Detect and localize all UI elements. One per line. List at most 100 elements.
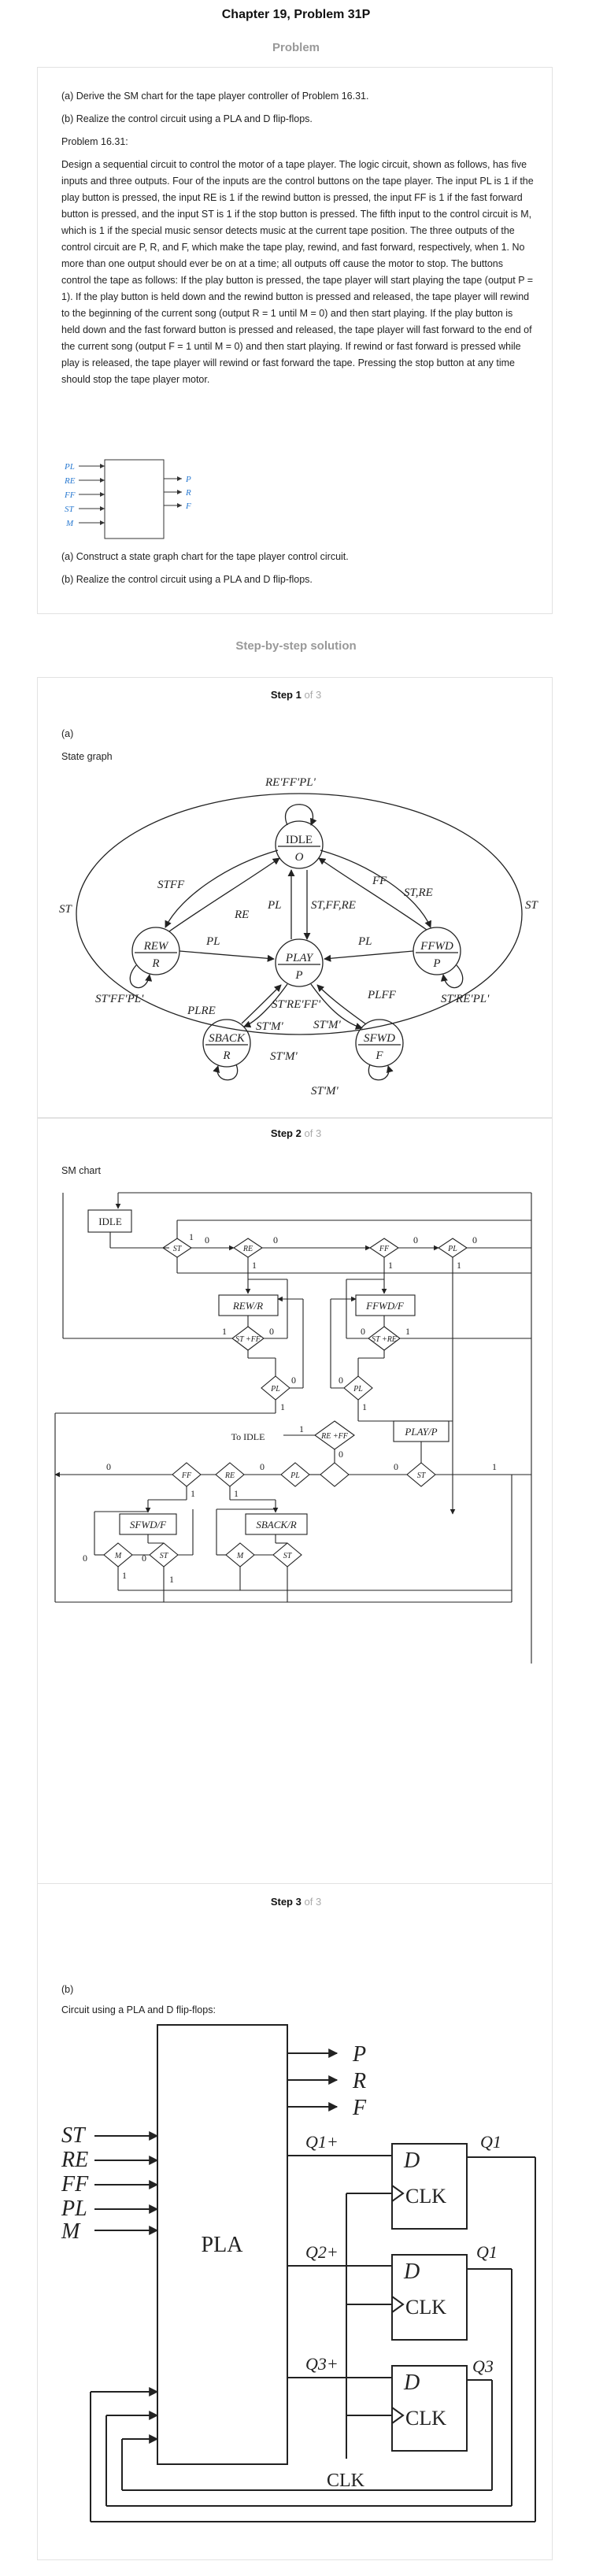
sm-bit: 1 <box>252 1260 257 1271</box>
sm-bit: 0 <box>273 1234 278 1245</box>
pla-out-r: R <box>352 2069 366 2093</box>
state-rew-name: REW <box>143 940 169 953</box>
sm-bit: 0 <box>291 1375 296 1386</box>
sm-bit: 1 <box>169 1574 174 1585</box>
ff3-clk: CLK <box>405 2407 446 2430</box>
state-play-name: PLAY <box>285 952 314 964</box>
label-st-right: ST <box>525 899 539 912</box>
pla-in-m: M <box>61 2219 81 2244</box>
sm-to-idle: To IDLE <box>231 1431 265 1442</box>
sm-bit: 0 <box>205 1234 209 1245</box>
q1-out: Q1 <box>480 2132 501 2152</box>
ff1-clk: CLK <box>405 2185 446 2208</box>
state-idle-name: IDLE <box>286 834 313 846</box>
label-idle-loop: RE'FF'PL' <box>265 776 316 789</box>
step-1-card <box>37 677 553 1118</box>
sm-dec-pl-2: PL <box>270 1385 280 1393</box>
sm-dec-st-re: ST +RE <box>372 1335 397 1344</box>
label-plff: PLFF <box>367 989 397 1001</box>
state-graph: IDLE O PLAY P REW R FFWD P SBACK R SFWD … <box>59 776 539 1097</box>
state-ffwd-out: P <box>432 957 440 970</box>
problem-ref: Problem 16.31: <box>61 136 128 147</box>
state-sback-name: SBACK <box>209 1032 246 1045</box>
pla-out-p: P <box>352 2042 366 2067</box>
state-idle-out: O <box>295 851 304 864</box>
sm-dec-re-2: RE <box>224 1471 235 1480</box>
sm-play: PLAY/P <box>404 1426 437 1438</box>
sm-dec-st: ST <box>173 1245 183 1253</box>
label-pl-up: PL <box>267 899 282 912</box>
problem-line-b: (b) Realize the control circuit using a … <box>61 113 313 124</box>
sm-bit: 1 <box>388 1260 393 1271</box>
ff1-d: D <box>403 2149 420 2173</box>
block-input-st: ST <box>65 505 75 514</box>
sm-chart: IDLE REW/R FFWD/F PLAY/P SFWD/F SBACK/R … <box>54 1192 532 1664</box>
state-sfwd-out: F <box>375 1049 383 1062</box>
sm-bit: 0 <box>472 1234 477 1245</box>
step-3-header: Step 3 of 3 <box>270 1896 322 1908</box>
step-2-label: SM chart <box>61 1165 102 1176</box>
sm-dec-pl: PL <box>447 1245 457 1253</box>
sm-bit: 0 <box>394 1461 398 1472</box>
sm-dec-re: RE <box>242 1245 253 1253</box>
problem-heading: Problem <box>272 41 320 54</box>
label-st-ff-re: ST,FF,RE <box>311 899 356 912</box>
state-sfwd-name: SFWD <box>364 1032 395 1045</box>
label-pl-left: PL <box>205 935 220 948</box>
pla-out-f: F <box>352 2096 367 2120</box>
sm-dec-st-2: ST <box>417 1471 427 1480</box>
sm-bit: 0 <box>83 1553 87 1564</box>
ff2-clk: CLK <box>405 2296 446 2319</box>
q3-plus: Q3+ <box>305 2354 339 2374</box>
problem-sub-a: (a) Construct a state graph chart for th… <box>61 551 349 562</box>
problem-sub-b: (b) Realize the control circuit using a … <box>61 574 313 585</box>
label-st-re: ST,RE <box>404 886 433 899</box>
label-rew-loop: ST'FF'PL' <box>95 993 144 1005</box>
sm-bit: 0 <box>339 1375 343 1386</box>
sm-sfwd: SFWD/F <box>130 1519 167 1530</box>
label-stm-2: ST'M' <box>313 1019 342 1031</box>
pla-circuit: PLA P R F ST RE FF PL M D D D CLK CLK CL… <box>61 2024 536 2522</box>
sm-bit: 1 <box>122 1570 127 1581</box>
label-st-left: ST <box>59 903 73 916</box>
label-stm-3: ST'M' <box>270 1050 298 1063</box>
sm-bit: 0 <box>361 1326 365 1337</box>
sm-dec-pl-4: PL <box>290 1471 300 1480</box>
sm-bit: 1 <box>492 1461 497 1472</box>
sm-bit: 0 <box>106 1461 111 1472</box>
state-sback-out: R <box>222 1049 230 1062</box>
sm-bit: 0 <box>260 1461 265 1472</box>
block-output-p: P <box>185 475 191 484</box>
label-re: RE <box>234 909 249 921</box>
state-rew-out: R <box>151 957 159 970</box>
block-output-r: R <box>185 488 191 498</box>
label-ff: FF <box>372 875 387 887</box>
q2-plus: Q2+ <box>305 2242 339 2262</box>
ff2-d: D <box>403 2260 420 2284</box>
sm-bit: 1 <box>405 1326 410 1337</box>
sm-rew: REW/R <box>232 1300 263 1312</box>
sm-dec-pl-3: PL <box>353 1385 363 1393</box>
label-stm-1: ST'M' <box>256 1020 284 1033</box>
problem-line-a: (a) Derive the SM chart for the tape pla… <box>61 91 369 102</box>
sm-bit: 1 <box>457 1260 461 1271</box>
pla-in-ff: FF <box>61 2172 89 2197</box>
solution-heading: Step-by-step solution <box>235 639 357 653</box>
sm-dec-st-ff: ST +FF <box>235 1335 261 1344</box>
sm-dec-ff-2: FF <box>181 1471 192 1480</box>
q3-out: Q3 <box>472 2356 494 2376</box>
sm-ffwd: FFWD/F <box>365 1300 405 1312</box>
label-stm-4: ST'M' <box>311 1085 339 1097</box>
state-play-out: P <box>294 969 302 982</box>
q1-plus: Q1+ <box>305 2132 339 2152</box>
label-ffwd-loop: ST'RE'PL' <box>441 993 490 1005</box>
step-1-header: Step 1 of 3 <box>270 689 322 701</box>
pla-in-pl: PL <box>61 2197 87 2221</box>
label-pl-right: PL <box>357 935 372 948</box>
sm-dec-ff: FF <box>379 1245 390 1253</box>
pla-in-re: RE <box>61 2148 88 2172</box>
step-1-label-b: State graph <box>61 751 113 762</box>
sm-sback: SBACK/R <box>256 1519 296 1530</box>
block-input-re: RE <box>64 476 76 486</box>
sm-dec-st-4: ST <box>283 1552 293 1560</box>
